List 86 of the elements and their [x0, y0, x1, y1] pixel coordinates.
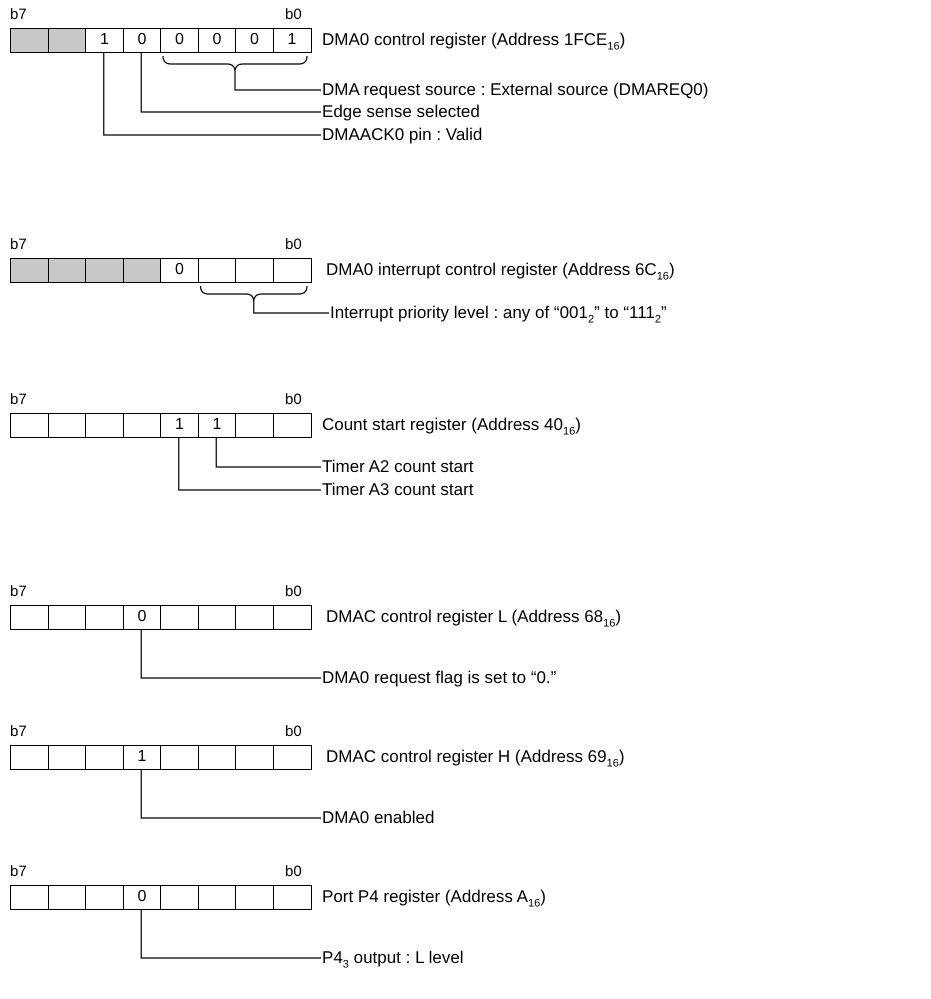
bit-cell: [235, 885, 274, 910]
bit-cell: [122, 258, 162, 283]
leader-line: [253, 302, 329, 314]
bit-cell: 0: [160, 28, 199, 53]
bit-cell: [10, 413, 49, 438]
bit-cell: [48, 413, 86, 438]
bit-cell: 0: [235, 28, 274, 53]
bit-cell: [10, 745, 49, 770]
bit-cell: [48, 28, 86, 53]
bit-description: DMAACK0 pin : Valid: [322, 125, 482, 145]
bit-label: b0: [285, 391, 302, 408]
bit-cell: [272, 413, 312, 438]
leader-line: [140, 910, 321, 959]
bit-cell: [272, 885, 312, 910]
bit-cell: 0: [122, 885, 162, 910]
bit-cell: 0: [160, 258, 199, 283]
bit-cell: [235, 745, 274, 770]
bit-description: Timer A3 count start: [322, 480, 474, 500]
bit-cell: [272, 258, 312, 283]
bit-cell: [48, 258, 86, 283]
bit-cell: [235, 258, 274, 283]
register-name: DMAC control register H (Address 69$_{16}$): [326, 747, 625, 770]
bit-cell: [10, 605, 49, 630]
bit-cell: 0: [122, 605, 162, 630]
leader-line: [140, 630, 321, 679]
bit-cell: [85, 258, 124, 283]
bit-cell: [10, 258, 49, 283]
bit-cell: 1: [198, 413, 236, 438]
bit-label: b7: [10, 6, 27, 23]
bit-cell: [48, 885, 86, 910]
register-name: Port P4 register (Address A$_{16}$): [322, 887, 546, 910]
bit-cell: 1: [85, 28, 124, 53]
bit-cell: [160, 885, 199, 910]
bit-label: b7: [10, 863, 27, 880]
bit-cell: [160, 745, 199, 770]
bit-cell: [235, 605, 274, 630]
leader-line: [140, 770, 321, 819]
bit-label: b7: [10, 723, 27, 740]
bracket: [162, 56, 308, 73]
bit-cell: [85, 745, 124, 770]
bit-description: DMA0 request flag is set to “0.”: [322, 668, 556, 688]
bit-cell: [198, 605, 236, 630]
bit-description: Interrupt priority level : any of “001$_{2}$” to “111$_{2}$”: [330, 303, 667, 326]
bit-cell: [10, 28, 49, 53]
bit-cell: 0: [198, 28, 236, 53]
bit-cell: [160, 605, 199, 630]
bit-label: b0: [285, 6, 302, 23]
bit-cell: [48, 745, 86, 770]
leader-line: [140, 53, 321, 113]
bit-cell: [85, 605, 124, 630]
leader-line: [178, 438, 321, 491]
register-name: DMA0 control register (Address 1FCE$_{16}$): [322, 30, 626, 52]
bracket: [200, 286, 308, 303]
bit-cell: [235, 413, 274, 438]
bit-cell: [122, 413, 162, 438]
bit-cell: 0: [122, 28, 162, 53]
bit-cell: [272, 745, 312, 770]
register-name: DMA0 interrupt control register (Address 6C$_{16}$): [326, 260, 675, 282]
bit-cell: [198, 745, 236, 770]
bit-label: b0: [285, 863, 302, 880]
bit-cell: 1: [122, 745, 162, 770]
bit-label: b0: [285, 723, 302, 740]
bit-cell: [85, 413, 124, 438]
bit-description: Edge sense selected: [322, 102, 480, 122]
leader-line: [234, 72, 321, 91]
bit-description: Timer A2 count start: [322, 457, 474, 477]
bit-cell: [198, 258, 236, 283]
register-name: Count start register (Address 40$_{16}$): [322, 415, 581, 438]
bit-cell: 1: [272, 28, 312, 53]
bit-cell: [48, 605, 86, 630]
bit-cell: [85, 885, 124, 910]
bit-label: b7: [10, 391, 27, 408]
bit-label: b0: [285, 236, 302, 253]
bit-description: P4$_{3}$ output : L level: [322, 948, 464, 970]
bit-label: b7: [10, 583, 27, 600]
bit-description: DMA0 enabled: [322, 808, 434, 828]
bit-cell: [272, 605, 312, 630]
bit-description: DMA request source : External source (DMAREQ0): [322, 80, 708, 100]
register-name: DMAC control register L (Address 68$_{16}$): [326, 607, 622, 630]
leader-line: [103, 53, 321, 136]
bit-cell: [10, 885, 49, 910]
leader-line: [216, 438, 321, 468]
bit-label: b0: [285, 583, 302, 600]
bit-label: b7: [10, 236, 27, 253]
bit-cell: [198, 885, 236, 910]
bit-cell: 1: [160, 413, 199, 438]
